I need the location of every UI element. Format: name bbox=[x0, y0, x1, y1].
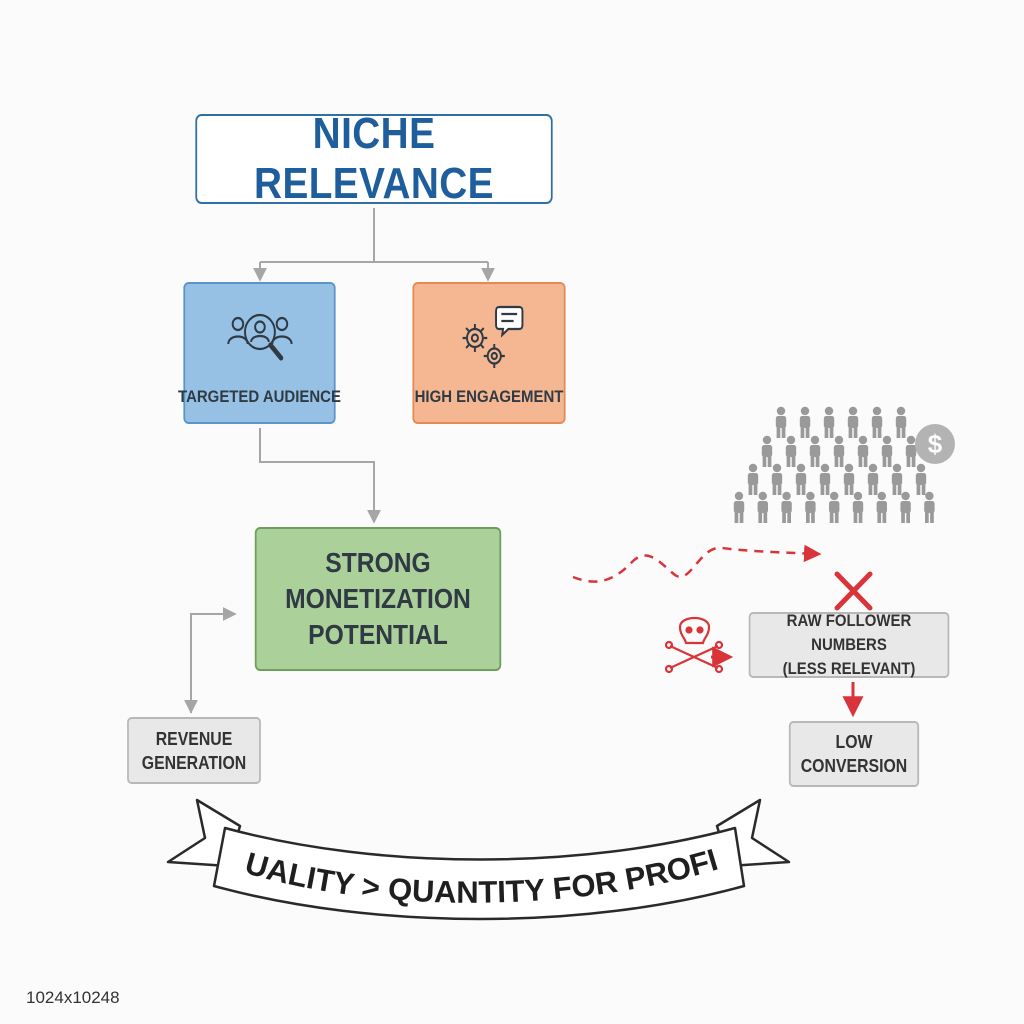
crowd-person bbox=[891, 463, 903, 495]
crowd-person bbox=[795, 463, 807, 495]
crowd-person bbox=[843, 463, 855, 495]
crowd-person bbox=[905, 435, 917, 467]
crowd-person bbox=[785, 435, 797, 467]
connector-title-split bbox=[253, 208, 495, 282]
crowd-person bbox=[833, 435, 845, 467]
crowd-person bbox=[747, 463, 759, 495]
high-engagement-node: HIGH ENGAGEMENT bbox=[412, 282, 566, 424]
skull-crossbones-icon bbox=[664, 616, 724, 674]
monetization-line-3: POTENTIAL bbox=[308, 619, 448, 650]
x-mark-icon bbox=[834, 571, 873, 611]
connector-targeted-monetization bbox=[259, 428, 381, 524]
dashed-trend-arrow bbox=[572, 544, 822, 583]
crowd-person bbox=[761, 435, 773, 467]
crowd-person bbox=[805, 491, 816, 523]
crowd-person bbox=[733, 491, 745, 523]
low-line-1: LOW bbox=[835, 732, 873, 752]
revenue-line-1: REVENUE bbox=[155, 728, 233, 749]
crowd-person bbox=[775, 406, 787, 438]
monetization-line-2: MONETIZATION bbox=[285, 583, 471, 614]
raw-follower-numbers-node: RAW FOLLOWER NUMBERS (LESS RELEVANT) bbox=[748, 611, 950, 678]
crowd-person bbox=[781, 491, 792, 523]
quality-banner bbox=[166, 798, 791, 921]
crowd-person bbox=[757, 491, 768, 523]
raw-line-2: (LESS RELEVANT) bbox=[782, 659, 916, 678]
crowd-person bbox=[881, 435, 893, 467]
niche-relevance-label: NICHE RELEVANCE bbox=[254, 109, 494, 208]
low-line-2: CONVERSION bbox=[800, 756, 908, 776]
crowd-person bbox=[852, 491, 864, 523]
crowd-person bbox=[895, 406, 907, 438]
crowd-person bbox=[799, 406, 811, 438]
revenue-line-2: GENERATION bbox=[141, 752, 247, 773]
crowd-person bbox=[915, 463, 927, 495]
crowd-person bbox=[900, 491, 911, 523]
targeted-audience-label: TARGETED AUDIENCE bbox=[178, 387, 341, 406]
crowd-person bbox=[867, 463, 879, 495]
crowd-person bbox=[857, 435, 869, 467]
targeted-audience-node: TARGETED AUDIENCE bbox=[178, 282, 341, 424]
strong-monetization-node: STRONG MONETIZATION POTENTIAL bbox=[254, 527, 502, 671]
crowd-person bbox=[829, 491, 840, 523]
crowd-person bbox=[823, 406, 835, 438]
crowd-person bbox=[924, 491, 935, 523]
crowd-person bbox=[819, 463, 831, 495]
audience-search-icon bbox=[226, 313, 293, 361]
dollar-coin-icon: $ bbox=[915, 424, 955, 464]
niche-relevance-node: NICHE RELEVANCE bbox=[195, 109, 553, 208]
revenue-generation-node: REVENUE GENERATION bbox=[127, 717, 261, 784]
crowd-person bbox=[871, 406, 883, 438]
connector-revenue-loop bbox=[190, 607, 237, 713]
crowd-person bbox=[876, 491, 887, 523]
svg-text:$: $ bbox=[928, 429, 943, 459]
crowd-person bbox=[809, 435, 821, 467]
raw-line-1: RAW FOLLOWER NUMBERS bbox=[786, 611, 912, 654]
gears-chat-icon bbox=[462, 305, 524, 368]
monetization-line-1: STRONG bbox=[325, 547, 431, 578]
crowd-person bbox=[847, 406, 859, 438]
crowd-person bbox=[771, 463, 783, 495]
low-conversion-node: LOW CONVERSION bbox=[788, 721, 920, 787]
high-engagement-label: HIGH ENGAGEMENT bbox=[414, 387, 564, 406]
image-size-label: 1024x10248 bbox=[26, 988, 120, 1007]
crowd-icon bbox=[733, 406, 935, 523]
